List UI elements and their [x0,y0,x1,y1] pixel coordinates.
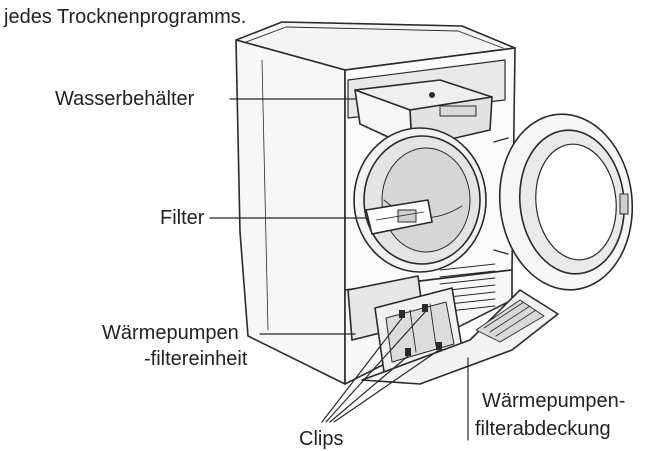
intro-text: jedes Trocknenprogramms. [4,6,247,28]
label-heat-pump-cover-line1: Wärmepumpen- [482,390,626,412]
label-heat-pump-unit-line1: Wärmepumpen [102,322,239,344]
lint-filter [365,199,433,235]
dryer-side-crease [261,59,269,331]
label-heat-pump-cover-line2: filterabdeckung [475,418,611,440]
clips [399,304,442,356]
label-filter: Filter [160,207,205,229]
label-heat-pump-unit-line2: -filtereinheit [144,348,248,370]
heat-pump-filter-cover [361,289,559,385]
leader-lines [209,98,469,441]
open-door [493,113,634,291]
leader-clip-2 [325,311,426,423]
leader-clip-4 [333,349,440,423]
leader-clip-1 [321,317,403,423]
label-clips: Clips [299,428,344,450]
label-water-tank: Wasserbehälter [55,88,195,110]
dryer-left-side [235,39,346,385]
dryer-top-inner-edge [245,26,504,49]
leader-clip-3 [329,355,409,423]
drum-opening [353,127,487,273]
